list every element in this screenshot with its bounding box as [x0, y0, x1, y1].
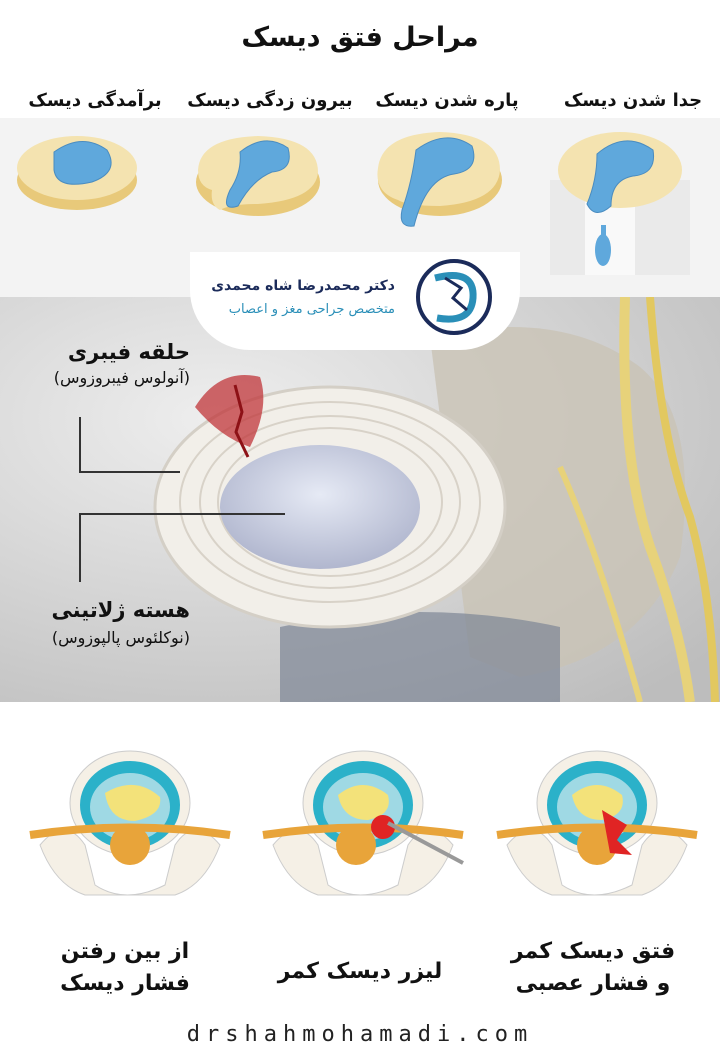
annulus-sublabel: (آنولوس فیبروزوس)	[53, 368, 190, 387]
bulge-disc-illustration	[17, 136, 137, 210]
treatment-label-herniation: فتق دیسک کمر و فشار عصبی	[488, 936, 698, 1000]
nucleus-label: هسته ژلاتینی	[51, 598, 190, 622]
doctor-specialty: متخصص جراحی مغز و اعصاب	[228, 302, 395, 317]
stage-label-rupture: پاره شدن دیسک	[375, 90, 519, 111]
clinic-logo-icon	[416, 259, 492, 335]
stage-label-separation: جدا شدن دیسک	[563, 90, 703, 111]
stage-label-bulge: برآمدگی دیسک	[28, 90, 162, 111]
treatment-label-line: فتق دیسک کمر	[510, 939, 676, 964]
treatment-label-line: لیزر دیسک کمر	[277, 959, 443, 984]
treatment-label-line: فشار دیسک	[60, 971, 190, 996]
herniation-illustration	[496, 750, 698, 896]
stage-label-extrusion: بیرون زدگی دیسک	[187, 90, 353, 111]
treatment-label-laser: لیزر دیسک کمر	[255, 956, 465, 988]
treatment-label-relief: از بین رفتن فشار دیسک	[20, 936, 230, 1000]
treatment-label-line: از بین رفتن	[60, 939, 190, 964]
treatment-label-line: و فشار عصبی	[515, 971, 671, 996]
annulus-label: حلقه فیبری	[67, 340, 190, 364]
doctor-name: دکتر محمدرضا شاه محمدی	[211, 278, 395, 294]
laser-illustration	[262, 750, 464, 896]
page-title: مراحل فتق دیسک	[241, 22, 479, 53]
relieved-illustration	[29, 750, 231, 896]
extrusion-disc-illustration	[196, 136, 320, 216]
rupture-disc-illustration	[377, 132, 502, 227]
nucleus-sublabel: (نوکلئوس پالپوزوس)	[51, 628, 190, 647]
disc-anatomy-illustration	[0, 297, 720, 702]
website-url: drshahmohamadi.com	[186, 1022, 534, 1047]
separation-disc-illustration	[550, 132, 690, 275]
anatomy-hero	[0, 297, 720, 702]
